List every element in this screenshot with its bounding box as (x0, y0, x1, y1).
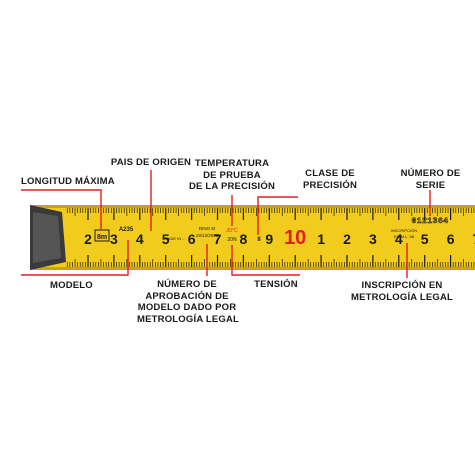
temp-mark: 20°C (226, 228, 238, 234)
tape-edge-bottom (30, 267, 475, 270)
label-tension: TENSIÓN (254, 279, 298, 290)
label-clase-line-2: PRECISIÓN (302, 179, 358, 191)
line-longitud-maxima (21, 189, 102, 229)
tape-number: 5 (421, 231, 429, 247)
tape-number: 1 (317, 231, 325, 247)
label-aprobacion-line-1: NÚMERO DE (157, 279, 217, 290)
line-clase-precision (257, 196, 298, 235)
label-temperatura-line-2: DE PRUEBA (203, 169, 261, 181)
label-temperatura: TEMPERATURA DE PRUEBA DE LA PRECISIÓN (177, 158, 287, 193)
class-mark: II (257, 237, 261, 243)
label-aprobacion-line-4: METROLOGÍA LEGAL (137, 313, 240, 325)
tape-ticks (66, 208, 475, 267)
tape-hook-highlight (33, 212, 61, 263)
label-aprobacion-line-3: MODELO DADO POR (137, 302, 237, 313)
label-modelo: MODELO (50, 280, 93, 291)
label-aprobacion-line-2: APROBACIÓN DE (145, 290, 229, 302)
label-clase-precision: CLASE DE PRECISIÓN (295, 168, 365, 191)
tape-number: 7 (214, 231, 222, 247)
tape-number: 5 (162, 231, 170, 247)
approval-mark-1: DINO M (199, 226, 216, 231)
tape-number: 7 (473, 231, 475, 247)
tape-number: 2 (343, 231, 351, 247)
label-temperatura-line-1: TEMPERATURA (194, 158, 270, 169)
label-serie-line-1: NÚMERO DE (400, 168, 461, 179)
tape-edge-top (30, 205, 475, 208)
label-temperatura-line-3: DE LA PRECISIÓN (188, 181, 276, 192)
tape-number: 3 (369, 231, 377, 247)
serial-mark: 0121364 (411, 217, 448, 226)
label-numero-aprobacion: NÚMERO DE APROBACIÓN DE MODELO DADO POR … (137, 279, 240, 325)
callout-lines (21, 170, 431, 278)
tape-number: 2 (84, 231, 92, 247)
tape-numbers: 2 3 4 5 6 7 8 9 10 1 2 3 4 5 6 7 (84, 227, 475, 249)
label-inscripcion-line-2: METROLOGÍA LEGAL (350, 291, 454, 303)
max-length-box (94, 229, 110, 242)
tape-number: 3 (110, 231, 118, 247)
label-clase-line-1: CLASE DE (305, 168, 355, 179)
tape-number: 8 (240, 231, 248, 247)
tape-number: 6 (447, 231, 455, 247)
tension-mark: 20N (227, 237, 237, 243)
label-inscripcion: INSCRIPCIÓN EN METROLOGÍA LEGAL (340, 280, 464, 303)
label-pais-origen: PAIS DE ORIGEN (110, 157, 192, 168)
tape-body (30, 205, 475, 270)
line-tension (231, 245, 300, 276)
tape-number: 9 (265, 231, 273, 247)
tape-number: 4 (136, 231, 144, 247)
origin-mark: MADE IN ... (164, 236, 185, 241)
inscription-mark-2: EN M.L. 58 (394, 234, 415, 239)
tape-number: 4 (395, 231, 403, 247)
label-numero-serie: NÚMERO DE SERIE (393, 168, 468, 191)
tape-number: 10 (284, 227, 306, 249)
line-modelo (21, 240, 129, 276)
label-longitud-maxima: LONGITUD MÁXIMA (21, 176, 115, 187)
tape-number: 6 (188, 231, 196, 247)
approval-mark-2: 19/12/2021 (196, 233, 219, 238)
model-code-mark: A235 (119, 227, 134, 233)
max-length-mark: 8m (97, 234, 107, 241)
label-inscripcion-line-1: INSCRIPCIÓN EN (361, 280, 443, 291)
label-serie-line-2: SERIE (415, 179, 446, 191)
inscription-mark-1: INSCRIPCIÓN (391, 228, 417, 233)
